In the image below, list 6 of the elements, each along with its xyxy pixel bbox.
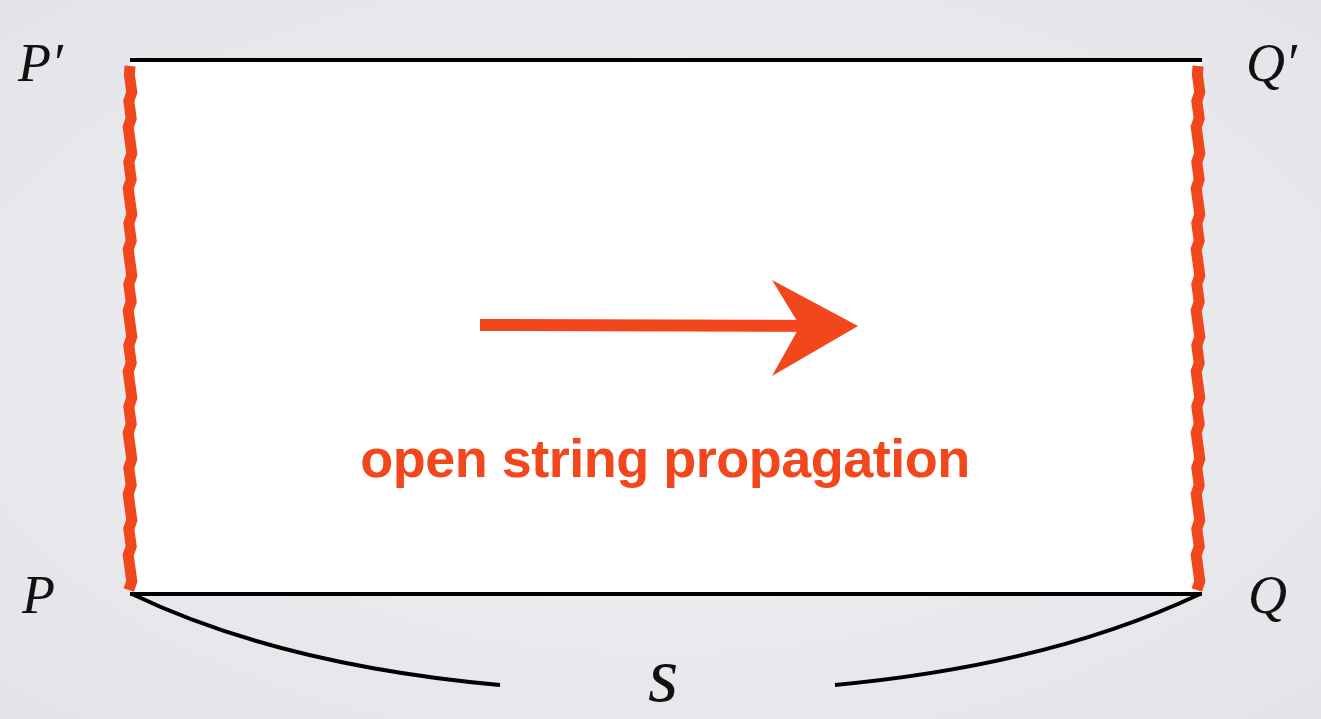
diagram-caption: open string propagation <box>360 427 970 489</box>
point-label: Q′ <box>1246 36 1297 90</box>
point-label: P <box>22 568 55 622</box>
point-label: P′ <box>18 36 63 90</box>
length-label: s <box>648 636 679 714</box>
point-label: Q <box>1248 568 1287 622</box>
